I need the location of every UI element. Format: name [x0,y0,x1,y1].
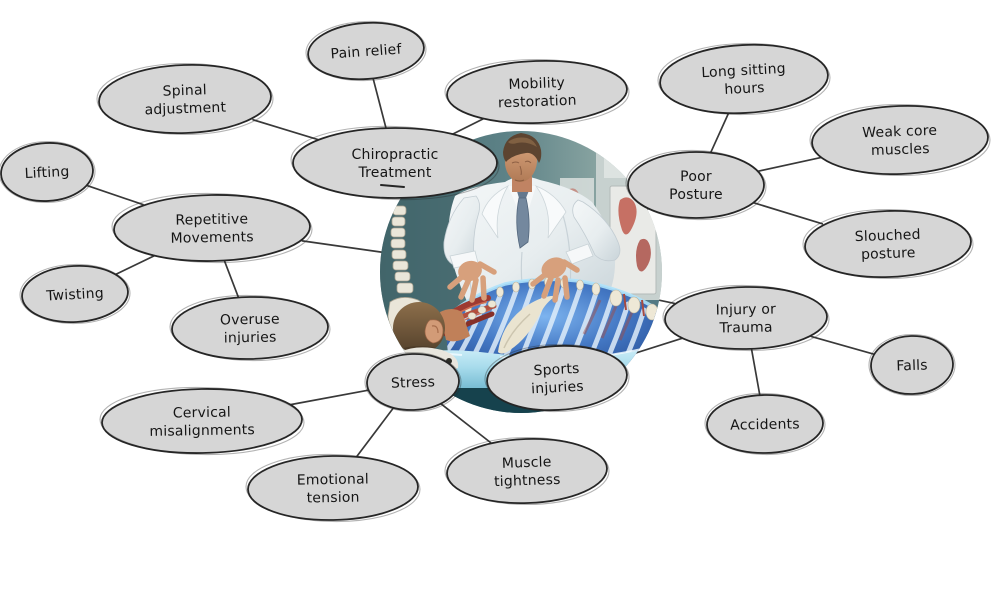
doctor-features [511,160,532,182]
node-injury-or-trauma: Injury orTrauma [662,284,830,352]
edge-chiropractic-treatment--spinal-adjustment [252,118,320,141]
node-overuse-injuries: Overuseinjuries [169,294,331,362]
muscle-tint [582,299,634,341]
node-emotional-tension: Emotionaltension [245,453,421,523]
node-label-cervical-misalignments: Cervicalmisalignments [149,404,255,440]
node-accidents: Accidents [704,392,826,456]
edge-chiropractic-treatment--pain-relief [372,77,387,129]
node-muscle-tightness: Muscletightness [444,436,610,506]
node-slouched-posture: Slouchedposture [802,208,974,280]
edge-injury-or-trauma--falls [810,335,875,356]
node-twisting: Twisting [19,263,131,325]
left-hand [530,259,580,303]
node-spinal-adjustment: Spinaladjustment [96,62,274,136]
tie [516,197,530,249]
node-label-falls: Falls [896,357,928,374]
node-label-twisting: Twisting [45,286,104,305]
node-pain-relief: Pain relief [305,20,427,82]
scapula [498,295,556,354]
edge-injury-or-trauma--accidents [750,348,761,396]
edge-poor-posture--slouched-posture [752,201,824,225]
node-label-weak-core-muscles: Weak coremuscles [862,123,938,160]
node-label-accidents: Accidents [730,416,800,433]
node-label-injury-or-trauma: Injury orTrauma [716,301,777,336]
edge-poor-posture--weak-core-muscles [757,156,825,173]
node-cervical-misalignments: Cervicalmisalignments [99,386,305,456]
node-label-stress: Stress [391,374,436,392]
node-label-slouched-posture: Slouchedposture [855,227,922,263]
node-label-mobility-restoration: Mobilityrestoration [497,75,577,112]
node-sports-injuries: Sportsinjuries [484,343,630,413]
node-repetitive-movements: RepetitiveMovements [111,192,313,264]
edges-layer [86,77,875,459]
node-weak-core-muscles: Weak coremuscles [809,103,991,177]
node-lifting: Lifting [0,140,96,204]
edge-stress--muscle-tightness [440,403,492,444]
node-long-sitting-hours: Long sittinghours [657,42,831,116]
edge-repetitive-movements--overuse-injuries [223,259,240,299]
node-mobility-restoration: Mobilityrestoration [444,58,630,126]
node-label-spinal-adjustment: Spinaladjustment [144,82,227,119]
node-label-repetitive-movements: RepetitiveMovements [170,211,254,246]
node-label-muscle-tightness: Muscletightness [493,454,561,490]
edge-chiropractic-treatment--mobility-restoration [451,116,487,135]
node-falls: Falls [868,333,956,397]
lumbar-seams [623,293,645,317]
chiropractor-arms [443,195,621,303]
node-label-emotional-tension: Emotionaltension [297,471,370,506]
edge-stress--emotional-tension [355,406,395,459]
node-label-lifting: Lifting [24,164,70,182]
edge-injury-or-trauma--center [658,299,676,305]
edge-stress--cervical-misalignments [287,389,370,406]
node-label-long-sitting-hours: Long sittinghours [701,61,787,99]
edge-repetitive-movements--center [301,240,383,253]
node-label-sports-injuries: Sportsinjuries [530,361,584,398]
edge-repetitive-movements--lifting [86,184,144,206]
patient-ear [424,319,444,344]
node-label-pain-relief: Pain relief [330,41,403,62]
cervical-vertebrae [457,300,497,326]
node-label-overuse-injuries: Overuseinjuries [220,311,280,346]
underline-mark [380,184,405,188]
node-stress: Stress [364,351,462,413]
edge-poor-posture--long-sitting-hours [709,111,730,154]
edge-repetitive-movements--twisting [113,254,157,276]
right-hand [447,261,497,303]
